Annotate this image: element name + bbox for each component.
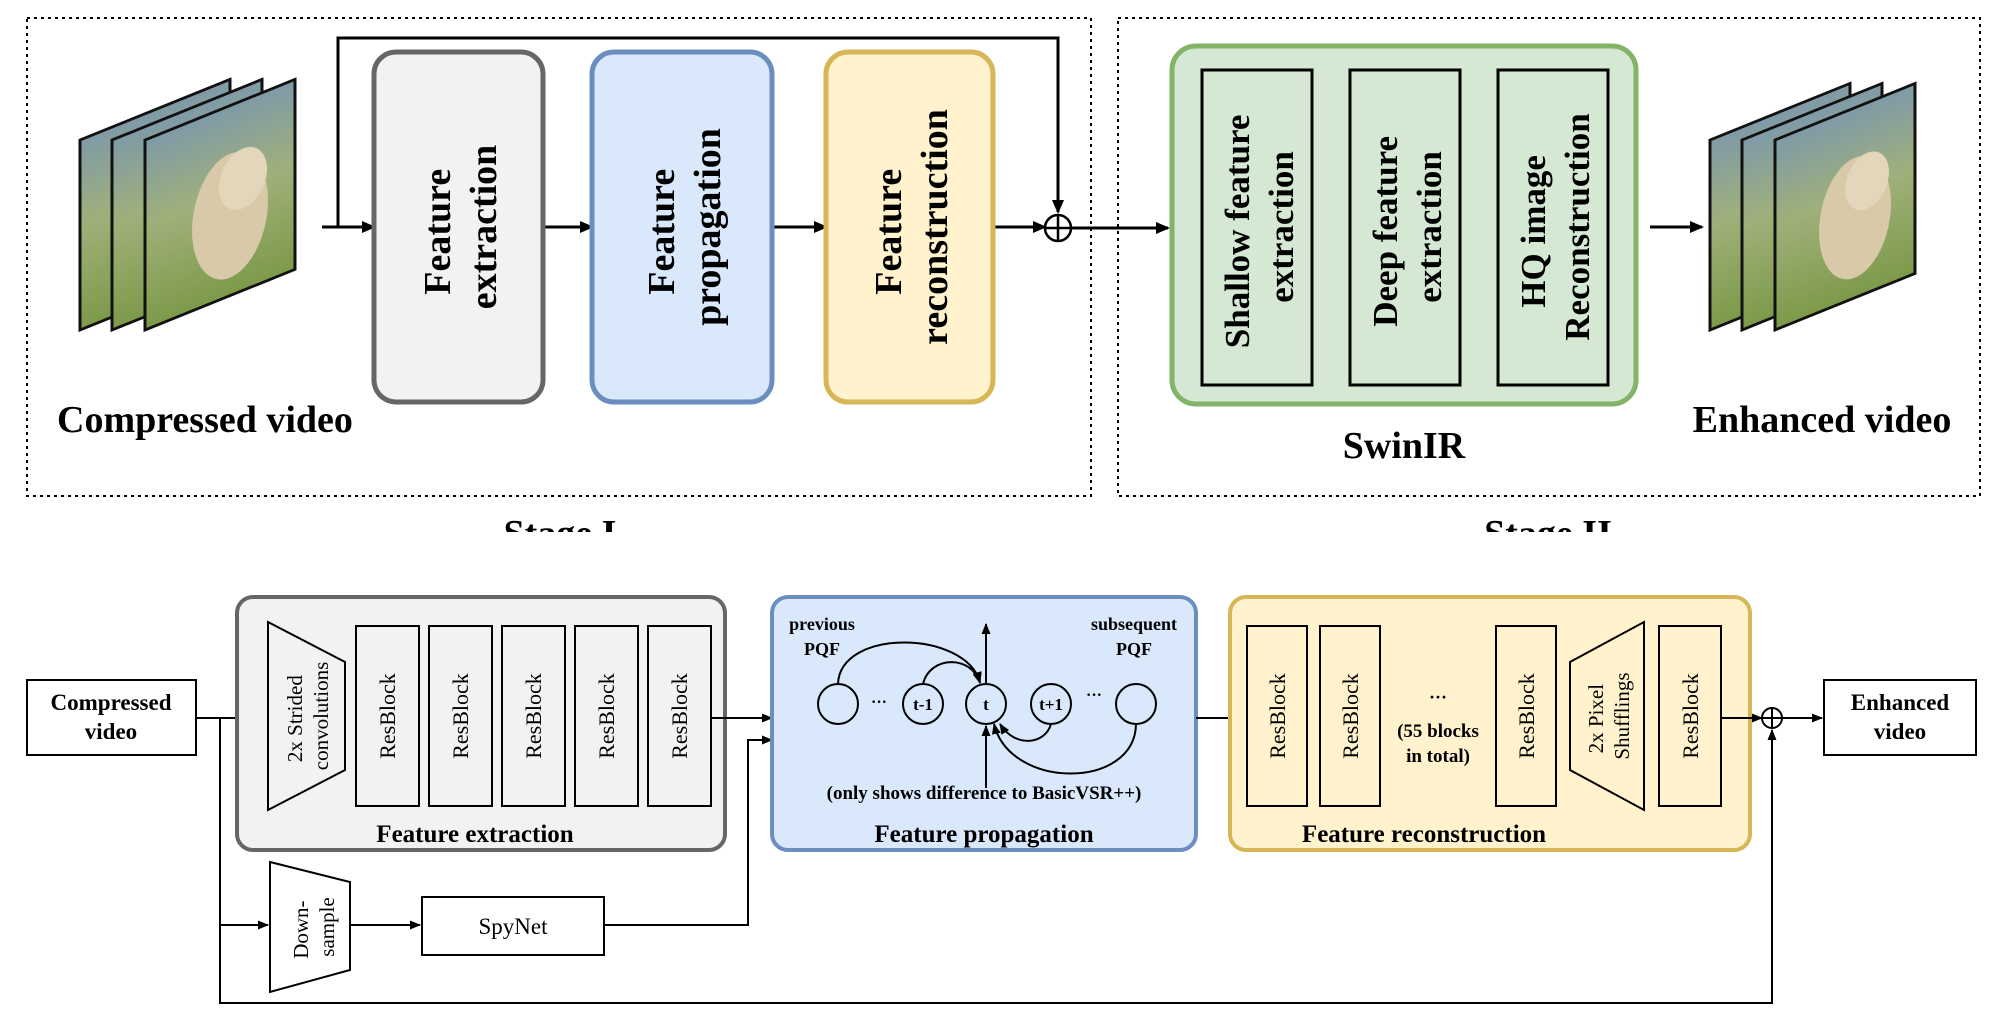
svg-text:2x Strided convolutions: 2x Strided convolutions xyxy=(283,662,333,771)
ellipsis: ··· xyxy=(1086,687,1102,704)
feature-extraction-block: Feature extraction xyxy=(371,49,546,405)
previous-pqf-node xyxy=(817,683,859,725)
svg-text:Feature propagation: Feature propagation xyxy=(874,821,1093,848)
crop-mask xyxy=(0,532,2000,572)
stage1-sum-node xyxy=(1043,213,1073,243)
svg-text:ResBlock: ResBlock xyxy=(1514,673,1539,759)
strided-convolutions-block: 2x Strided convolutions xyxy=(267,620,346,812)
ellipsis: ··· xyxy=(871,694,887,711)
edge-subsequent-pqf-to-t xyxy=(992,723,1137,775)
svg-text:Compressed: Compressed xyxy=(51,690,172,715)
svg-text:Deep feature extraction: Deep feature extraction xyxy=(1366,127,1449,327)
bottom-enhanced-video-box: Enhanced video xyxy=(1823,679,1977,756)
global-skip-connection xyxy=(219,718,1777,1004)
svg-text:Enhanced: Enhanced xyxy=(1851,690,1950,715)
svg-text:t-1: t-1 xyxy=(913,695,933,714)
svg-text:SpyNet: SpyNet xyxy=(479,914,549,939)
svg-text:HQ image Reconstruction: HQ image Reconstruction xyxy=(1514,113,1597,340)
compressed-video-label: Compressed video xyxy=(57,399,353,441)
stage-2-panel xyxy=(1117,17,1981,497)
subsequent-pqf-label: subsequent xyxy=(1091,614,1177,634)
bottom-compressed-video-box: Compressed video xyxy=(26,679,197,756)
node-t-minus-1: t-1 xyxy=(902,683,944,725)
deep-feature-extraction-block: Deep feature extraction xyxy=(1348,68,1462,387)
svg-text:t+1: t+1 xyxy=(1039,695,1063,714)
swinir-block xyxy=(1169,43,1639,407)
resblock: ResBlock xyxy=(1495,625,1557,807)
pixel-shuffle-block: 2x Pixel Shufflings xyxy=(1569,620,1645,812)
edge-t-plus-1-to-t xyxy=(999,723,1052,742)
svg-text:Down- sample: Down- sample xyxy=(289,895,339,959)
resblock: ResBlock xyxy=(428,625,493,807)
svg-text:video: video xyxy=(1874,719,1926,744)
svg-text:ResBlock: ResBlock xyxy=(594,673,619,759)
compressed-video-frames xyxy=(78,77,297,333)
svg-text:ResBlock: ResBlock xyxy=(1338,673,1363,759)
blocks-note: (55 blocks xyxy=(1397,721,1479,742)
feature-propagation-block: Feature propagation xyxy=(589,49,775,405)
svg-text:ResBlock: ResBlock xyxy=(521,673,546,759)
svg-text:Feature extraction: Feature extraction xyxy=(417,145,505,310)
edge-t-minus-1-to-t xyxy=(922,661,982,685)
svg-text:Shallow feature extracti: Shallow feature extraction xyxy=(1218,106,1301,348)
svg-text:ResBlock: ResBlock xyxy=(1678,673,1703,759)
edge-previous-pqf-to-t xyxy=(837,641,982,685)
svg-text:Feature extraction: Feature extraction xyxy=(376,821,573,848)
svg-text:ResBlock: ResBlock xyxy=(375,673,400,759)
subsequent-pqf-node xyxy=(1115,683,1157,725)
resblock: ResBlock xyxy=(501,625,566,807)
enhanced-video-label: Enhanced video xyxy=(1693,399,1952,441)
resblock: ResBlock xyxy=(1658,625,1722,807)
svg-text:video: video xyxy=(85,719,137,744)
svg-text:Feature reconstruction: Feature reconstruction xyxy=(1302,821,1546,848)
bottom-sum-node xyxy=(1761,707,1783,729)
previous-pqf-label: PQF xyxy=(804,639,840,659)
stage-1-panel xyxy=(26,17,1092,497)
svg-text:Feature propagation: Feature propagation xyxy=(641,128,729,326)
arrow-spynet-to-propagation xyxy=(604,735,773,926)
spynet-block: SpyNet xyxy=(421,896,605,956)
hq-image-reconstruction-block: HQ image Reconstruction xyxy=(1496,68,1610,387)
resblock: ResBlock xyxy=(647,625,712,807)
previous-pqf-label: previous xyxy=(789,614,855,634)
node-t: t xyxy=(965,683,1007,725)
blocks-note: in total) xyxy=(1406,746,1470,767)
swinir-label: SwinIR xyxy=(1343,425,1466,467)
svg-text:2x Pixel Shufflings: 2x Pixel Shufflings xyxy=(1584,672,1634,759)
svg-text:Feature reconstruction: Feature reconstruction xyxy=(868,109,956,345)
subsequent-pqf-label: PQF xyxy=(1116,639,1152,659)
svg-text:t: t xyxy=(983,695,989,714)
svg-text:ResBlock: ResBlock xyxy=(448,673,473,759)
feature-reconstruction-block: Feature reconstruction xyxy=(823,49,996,405)
propagation-note: (only shows difference to BasicVSR++) xyxy=(827,783,1142,804)
resblock: ResBlock xyxy=(574,625,639,807)
resblock: ResBlock xyxy=(1246,625,1308,807)
svg-text:ResBlock: ResBlock xyxy=(667,673,692,759)
ellipsis: ··· xyxy=(1429,687,1447,707)
resblock: ResBlock xyxy=(1319,625,1381,807)
resblock: ResBlock xyxy=(355,625,420,807)
svg-text:ResBlock: ResBlock xyxy=(1265,673,1290,759)
shallow-feature-extraction-block: Shallow feature extraction xyxy=(1200,68,1314,387)
node-t-plus-1: t+1 xyxy=(1030,683,1072,725)
enhanced-video-frames xyxy=(1708,81,1917,333)
downsample-block: Down- sample xyxy=(269,860,351,994)
